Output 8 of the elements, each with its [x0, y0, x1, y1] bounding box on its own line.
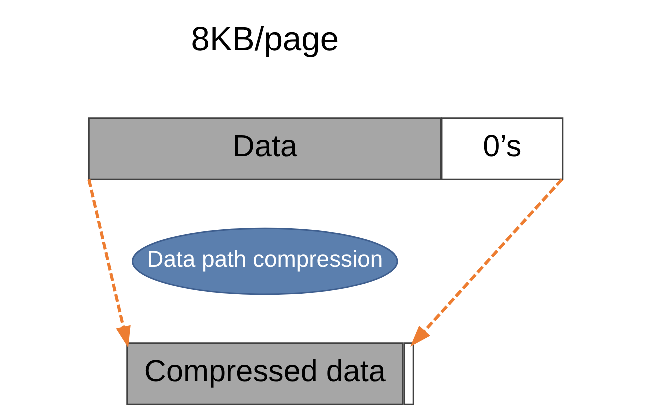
node-box: Data — [88, 118, 442, 180]
arrow — [88, 179, 131, 348]
node-box: 0’s — [441, 118, 564, 180]
node-box: Compressed data — [126, 342, 404, 406]
arrow — [410, 178, 564, 347]
label: 8KB/page — [191, 21, 340, 58]
node-bar — [404, 342, 414, 406]
node-ellipse: Data path compression — [132, 228, 398, 296]
